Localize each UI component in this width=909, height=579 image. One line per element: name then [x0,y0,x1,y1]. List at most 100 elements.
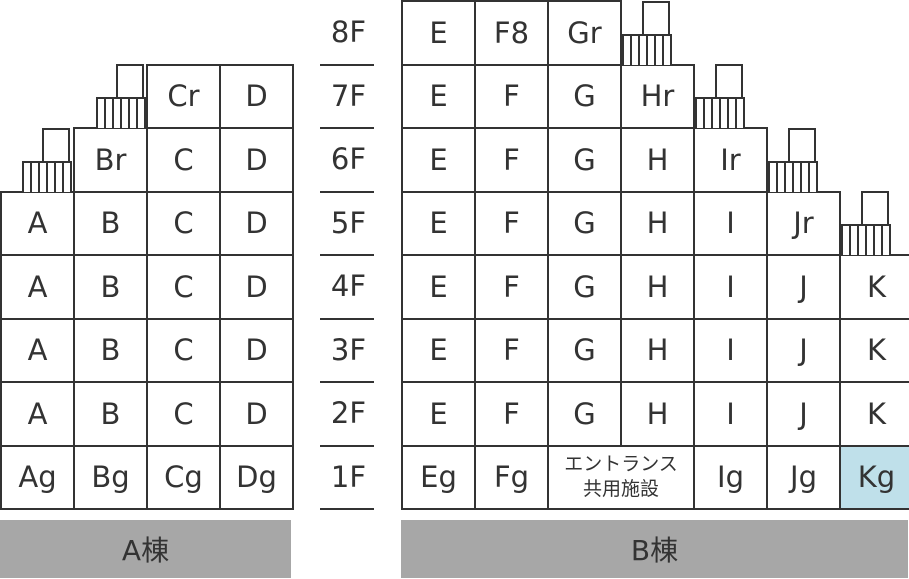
unit-a-7f-2: Cr [146,63,221,129]
floor-label-2f: 2F [330,396,367,430]
unit-a-4f-0: A [0,254,75,320]
unit-b-6f-3: H [620,127,695,193]
common-facilities-label: 共用施設 [582,478,659,501]
unit-b-4f-5: J [766,254,841,320]
unit-b-4f-1: F [474,254,549,320]
unit-b-5f-2: G [547,190,622,256]
unit-b-1f-0: Eg [401,444,476,510]
unit-b-2f-1: F [474,381,549,447]
unit-b-4f-6: K [839,254,909,320]
unit-a-1f-2: Cg [146,444,221,510]
unit-a-5f-2: C [146,190,221,256]
unit-a-1f-1: Bg [73,444,148,510]
unit-b-3f-1: F [474,317,549,383]
unit-b-2f-6: K [839,381,909,447]
unit-a-4f-1: B [73,254,148,320]
floor-divider [320,190,374,193]
unit-b-3f-5: J [766,317,841,383]
unit-b-3f-4: I [693,317,768,383]
unit-a-6f-1: Br [73,127,148,193]
unit-b-4f-3: H [620,254,695,320]
stair-tower [715,64,743,97]
unit-a-4f-2: C [146,254,221,320]
unit-b-6f-4: Ir [693,127,768,193]
unit-a-1f-3: Dg [219,444,294,510]
stair-tower [642,0,670,34]
unit-b-2f-5: J [766,381,841,447]
unit-a-2f-1: B [73,381,148,447]
unit-b-4f-2: G [547,254,622,320]
entrance-label: エントランス [564,452,678,475]
unit-b-7f-1: F [474,63,549,129]
unit-b-5f-3: H [620,190,695,256]
unit-a-2f-3: D [219,381,294,447]
floor-divider [320,444,374,447]
stair-steps [695,97,745,128]
unit-b-5f-0: E [401,190,476,256]
unit-b-1f-5: Jg [766,444,841,510]
unit-b-7f-3: Hr [620,63,695,129]
stair-steps [96,97,146,128]
unit-b-8f-1: F8 [474,0,549,66]
unit-a-3f-1: B [73,317,148,383]
unit-a-5f-1: B [73,190,148,256]
floor-divider [320,127,374,129]
unit-b-3f-0: E [401,317,476,383]
unit-b-1f-1: Fg [474,444,549,510]
stair-steps [841,224,891,255]
unit-b-4f-4: I [693,254,768,320]
floor-divider [320,508,374,510]
unit-b-8f-0: E [401,0,476,66]
floor-label-5f: 5F [330,205,367,240]
unit-b-7f-0: E [401,63,476,129]
unit-b-6f-0: E [401,127,476,193]
stair-steps [22,160,72,192]
floor-label-4f: 4F [330,269,367,303]
floor-label-7f: 7F [330,78,367,113]
stair-tower [116,64,144,97]
unit-a-6f-3: D [219,127,294,193]
unit-b-8f-2: Gr [547,0,622,66]
building-a-label: A棟 [0,520,291,578]
unit-a-1f-0: Ag [0,444,75,510]
unit-b-2f-4: I [693,381,768,447]
floor-label-1f: 1F [330,459,367,494]
unit-b-2f-3: H [620,381,695,447]
unit-b-2f-2: G [547,381,622,447]
floor-label-8f: 8F [330,15,367,49]
unit-b-3f-6: K [839,317,909,383]
unit-b-2f-0: E [401,381,476,447]
unit-a-5f-3: D [219,190,294,256]
unit-b-5f-1: F [474,190,549,256]
unit-b-6f-2: G [547,127,622,193]
unit-a-4f-3: D [219,254,294,320]
unit-a-3f-2: C [146,317,221,383]
floor-divider [320,254,374,256]
floor-divider [320,63,374,66]
unit-a-3f-0: A [0,317,75,383]
unit-a-3f-3: D [219,317,294,383]
unit-b-1f-4: Ig [693,444,768,510]
stair-tower [861,191,889,224]
unit-b-7f-2: G [547,63,622,129]
unit-a-2f-2: C [146,381,221,447]
entrance-common-facilities: エントランス共用施設 [547,444,695,510]
unit-b-1f-6: Kg [839,444,909,510]
unit-b-3f-3: H [620,317,695,383]
floor-divider [320,381,374,383]
unit-b-3f-2: G [547,317,622,383]
building-b-label: B棟 [401,520,908,578]
unit-b-5f-5: Jr [766,190,841,256]
unit-a-7f-3: D [219,63,294,129]
unit-a-5f-0: A [0,190,75,256]
floor-label-6f: 6F [330,142,367,176]
unit-b-5f-4: I [693,190,768,256]
unit-a-2f-0: A [0,381,75,447]
floor-label-3f: 3F [330,332,367,367]
unit-b-6f-1: F [474,127,549,193]
stair-tower [42,127,70,161]
stair-steps [768,160,818,192]
stair-steps [622,33,672,65]
unit-b-4f-0: E [401,254,476,320]
floor-divider [320,317,374,320]
